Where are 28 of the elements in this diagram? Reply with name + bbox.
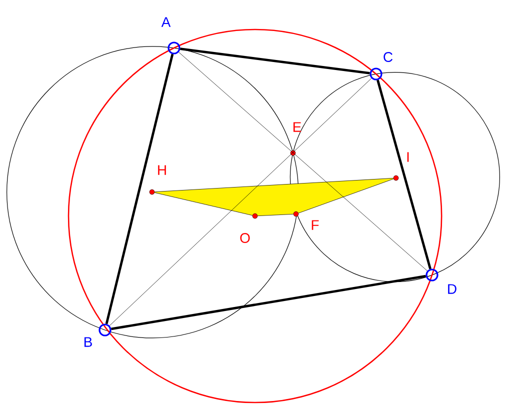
line-segment: [105, 54, 174, 324]
point-label: I: [407, 152, 409, 162]
line-segment: [154, 192, 253, 216]
line-segment: [178, 52, 428, 272]
point-label: D: [448, 284, 456, 294]
line-segment: [298, 178, 394, 214]
line-segment: [257, 214, 294, 216]
line-segment: [154, 178, 394, 192]
line-segment: [111, 274, 426, 330]
point-marker: [252, 213, 258, 219]
point-label: A: [161, 17, 171, 27]
point-label: C: [384, 52, 393, 62]
point-label: B: [84, 337, 92, 347]
point-label: O: [240, 233, 250, 243]
point-marker: [393, 175, 399, 181]
line-segment: [180, 48, 370, 74]
point-label: H: [158, 165, 166, 175]
point-marker: [293, 211, 299, 217]
point-marker: [98, 324, 112, 336]
point-marker: [290, 150, 296, 156]
point-marker: [149, 189, 155, 195]
point-marker: [168, 42, 180, 54]
line-segment: [376, 80, 432, 270]
point-label: F: [312, 220, 319, 230]
point-marker: [426, 268, 438, 282]
point-marker: [370, 68, 382, 80]
line-segment: [109, 78, 372, 326]
point-label: E: [293, 122, 302, 132]
